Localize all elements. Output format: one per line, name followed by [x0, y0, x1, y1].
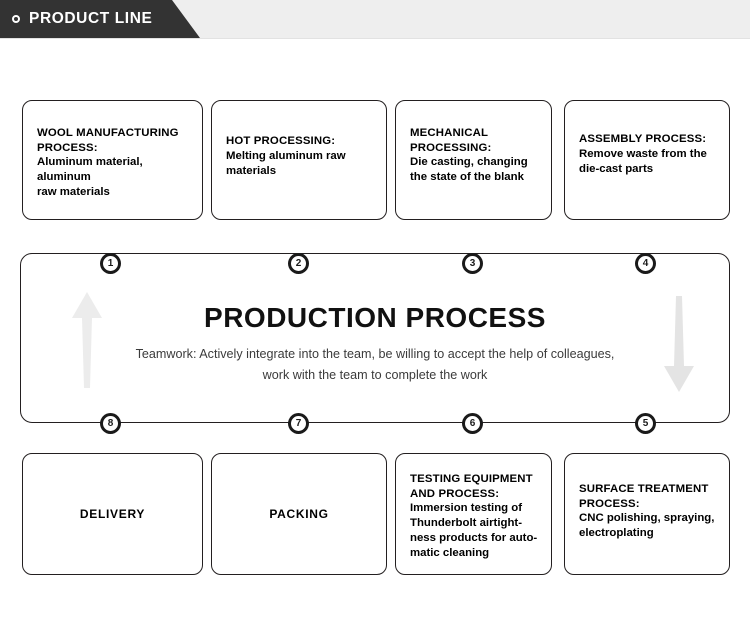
- card-body-line2: raw materials: [37, 186, 110, 198]
- card-body-line2: the state of the blank: [410, 171, 524, 183]
- card-body-line2: die-cast parts: [579, 162, 654, 175]
- step-marker-7: 7: [288, 413, 309, 434]
- card-body-line1: Aluminum material, aluminum: [37, 156, 143, 183]
- process-card-assembly-process: ASSEMBLY PROCESS: Remove waste from the …: [564, 100, 730, 220]
- card-body-line1: CNC polishing, spraying,: [579, 512, 715, 524]
- card-label: DELIVERY: [79, 507, 146, 521]
- step-marker-ring: 1: [103, 256, 118, 271]
- step-marker-number: 2: [295, 257, 302, 269]
- step-marker-5: 5: [635, 413, 656, 434]
- card-body-line2: Thunderbolt airtight-: [410, 517, 522, 529]
- arrow-up-icon: [72, 292, 102, 388]
- header-divider: [0, 38, 750, 39]
- process-card-mechanical-processing: MECHANICAL PROCESSING: Die casting, chan…: [395, 100, 552, 220]
- production-process-panel: PRODUCTION PROCESS Teamwork: Actively in…: [20, 253, 730, 423]
- card-title-line1: ASSEMBLY PROCESS:: [579, 133, 707, 145]
- card-title-line2: PROCESS:: [37, 141, 98, 154]
- step-marker-number: 3: [469, 257, 476, 269]
- header-title-tab: PRODUCT LINE: [0, 0, 200, 38]
- card-title-line2: PROCESS:: [579, 497, 640, 510]
- step-marker-3: 3: [462, 253, 483, 274]
- card-title-line1: SURFACE TREATMENT: [579, 483, 709, 495]
- process-card-hot-processing: HOT PROCESSING: Melting aluminum raw mat…: [211, 100, 387, 220]
- card-content: WOOL MANUFACTURING PROCESS: Aluminum mat…: [37, 126, 190, 200]
- step-marker-ring: 3: [465, 256, 480, 271]
- card-body-line4: matic cleaning: [410, 547, 490, 559]
- card-body-line2: materials: [226, 164, 277, 177]
- process-card-packing: PACKING: [211, 453, 387, 575]
- process-card-surface-treatment: SURFACE TREATMENT PROCESS: CNC polishing…: [564, 453, 730, 575]
- production-process-subtitle: Teamwork: Actively integrate into the te…: [135, 347, 615, 382]
- arrow-down-icon: [664, 296, 694, 392]
- step-marker-2: 2: [288, 253, 309, 274]
- card-title-line1: MECHANICAL: [410, 127, 489, 139]
- card-body-line3: ness products for auto-: [410, 532, 538, 544]
- step-marker-ring: 4: [638, 256, 653, 271]
- card-content: TESTING EQUIPMENT AND PROCESS: Immersion…: [410, 472, 539, 561]
- step-marker-ring: 5: [638, 416, 653, 431]
- card-content: HOT PROCESSING: Melting aluminum raw mat…: [226, 134, 374, 179]
- step-marker-8: 8: [100, 413, 121, 434]
- step-marker-ring: 7: [291, 416, 306, 431]
- card-content: ASSEMBLY PROCESS: Remove waste from the …: [579, 132, 717, 177]
- card-body-line1: Remove waste from the: [579, 147, 707, 160]
- card-content: SURFACE TREATMENT PROCESS: CNC polishing…: [579, 482, 717, 541]
- process-card-testing-equipment: TESTING EQUIPMENT AND PROCESS: Immersion…: [395, 453, 552, 575]
- step-marker-number: 4: [642, 257, 649, 269]
- card-title-line2: PROCESSING:: [410, 141, 492, 154]
- step-marker-ring: 6: [465, 416, 480, 431]
- step-marker-number: 5: [642, 417, 649, 429]
- production-process-title: PRODUCTION PROCESS: [204, 302, 546, 333]
- step-marker-number: 8: [107, 417, 114, 429]
- card-title-line1: TESTING EQUIPMENT: [410, 473, 533, 485]
- card-label: PACKING: [269, 507, 329, 521]
- card-title-line2: AND PROCESS:: [410, 487, 500, 500]
- card-title-line1: HOT PROCESSING:: [226, 135, 336, 147]
- step-marker-ring: 2: [291, 256, 306, 271]
- circle-dot-icon: [12, 15, 20, 23]
- step-marker-number: 1: [107, 257, 114, 269]
- page-title: PRODUCT LINE: [29, 10, 153, 27]
- step-marker-1: 1: [100, 253, 121, 274]
- step-marker-number: 7: [295, 417, 302, 429]
- card-body-line2: electroplating: [579, 527, 654, 539]
- card-body-line1: Immersion testing of: [410, 502, 523, 514]
- step-marker-ring: 8: [103, 416, 118, 431]
- step-marker-number: 6: [469, 417, 476, 429]
- process-card-delivery: DELIVERY: [22, 453, 203, 575]
- card-title-line1: WOOL MANUFACTURING: [37, 127, 179, 139]
- step-marker-4: 4: [635, 253, 656, 274]
- card-content: MECHANICAL PROCESSING: Die casting, chan…: [410, 126, 539, 185]
- step-marker-6: 6: [462, 413, 483, 434]
- process-card-wool-manufacturing: WOOL MANUFACTURING PROCESS: Aluminum mat…: [22, 100, 203, 220]
- page-header: PRODUCT LINE: [0, 0, 750, 38]
- card-body-line1: Melting aluminum raw: [226, 149, 346, 162]
- card-body-line1: Die casting, changing: [410, 156, 528, 168]
